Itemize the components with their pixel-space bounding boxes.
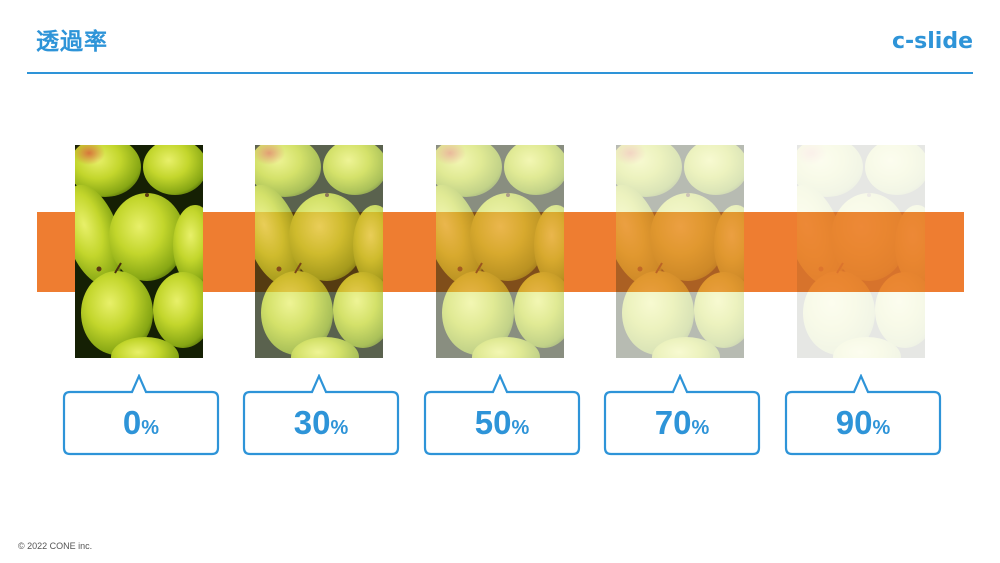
slide-title: 透過率 [36,29,108,55]
pear-image-70 [616,145,744,358]
callout-0: 0% [62,374,220,456]
brand-logo: c-slide [891,29,973,54]
transparency-label: 50% [474,404,530,441]
title-divider [27,72,973,74]
transparency-label: 0% [122,404,160,441]
transparency-label: 70% [654,404,710,441]
copyright-notice: © 2022 CONE inc. [18,541,93,551]
pear-image-50 [436,145,564,358]
pear-image-90 [797,145,925,358]
transparency-label: 30% [293,404,349,441]
pear-image-0 [75,145,203,358]
callout-30: 30% [242,374,400,456]
callout-90: 90% [784,374,942,456]
callout-70: 70% [603,374,761,456]
transparency-label: 90% [835,404,891,441]
callout-50: 50% [423,374,581,456]
pear-image-30 [255,145,383,358]
